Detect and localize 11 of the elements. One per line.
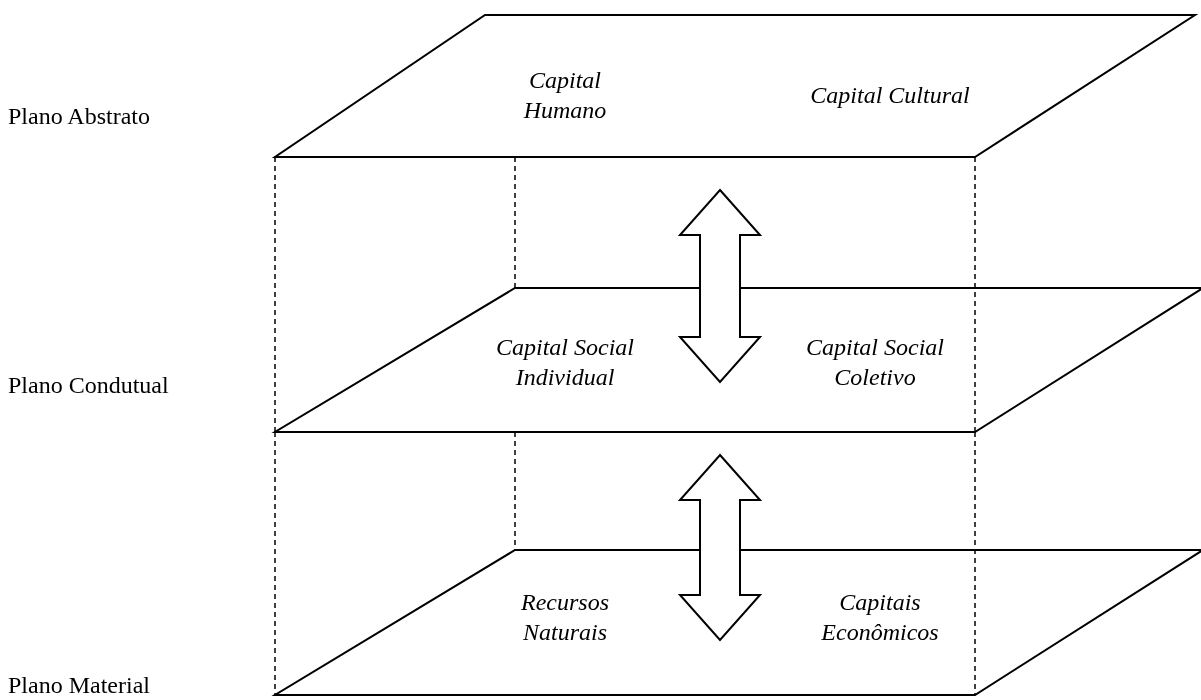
capital-label: Recursos Naturais [520, 588, 610, 647]
capital-label: Capitais Econômicos [820, 588, 940, 647]
plane-label: Plano Condutual [8, 372, 169, 399]
plane-label: Plano Abstrato [8, 103, 150, 130]
capital-label: Capital Cultural [810, 81, 970, 110]
capital-label: Capital Social Coletivo [805, 333, 945, 392]
double-arrow [677, 188, 763, 384]
double-arrow [677, 453, 763, 642]
capital-label: Capital Humano [522, 66, 608, 125]
plane-label: Plano Material [8, 672, 150, 699]
capital-label: Capital Social Individual [495, 333, 635, 392]
